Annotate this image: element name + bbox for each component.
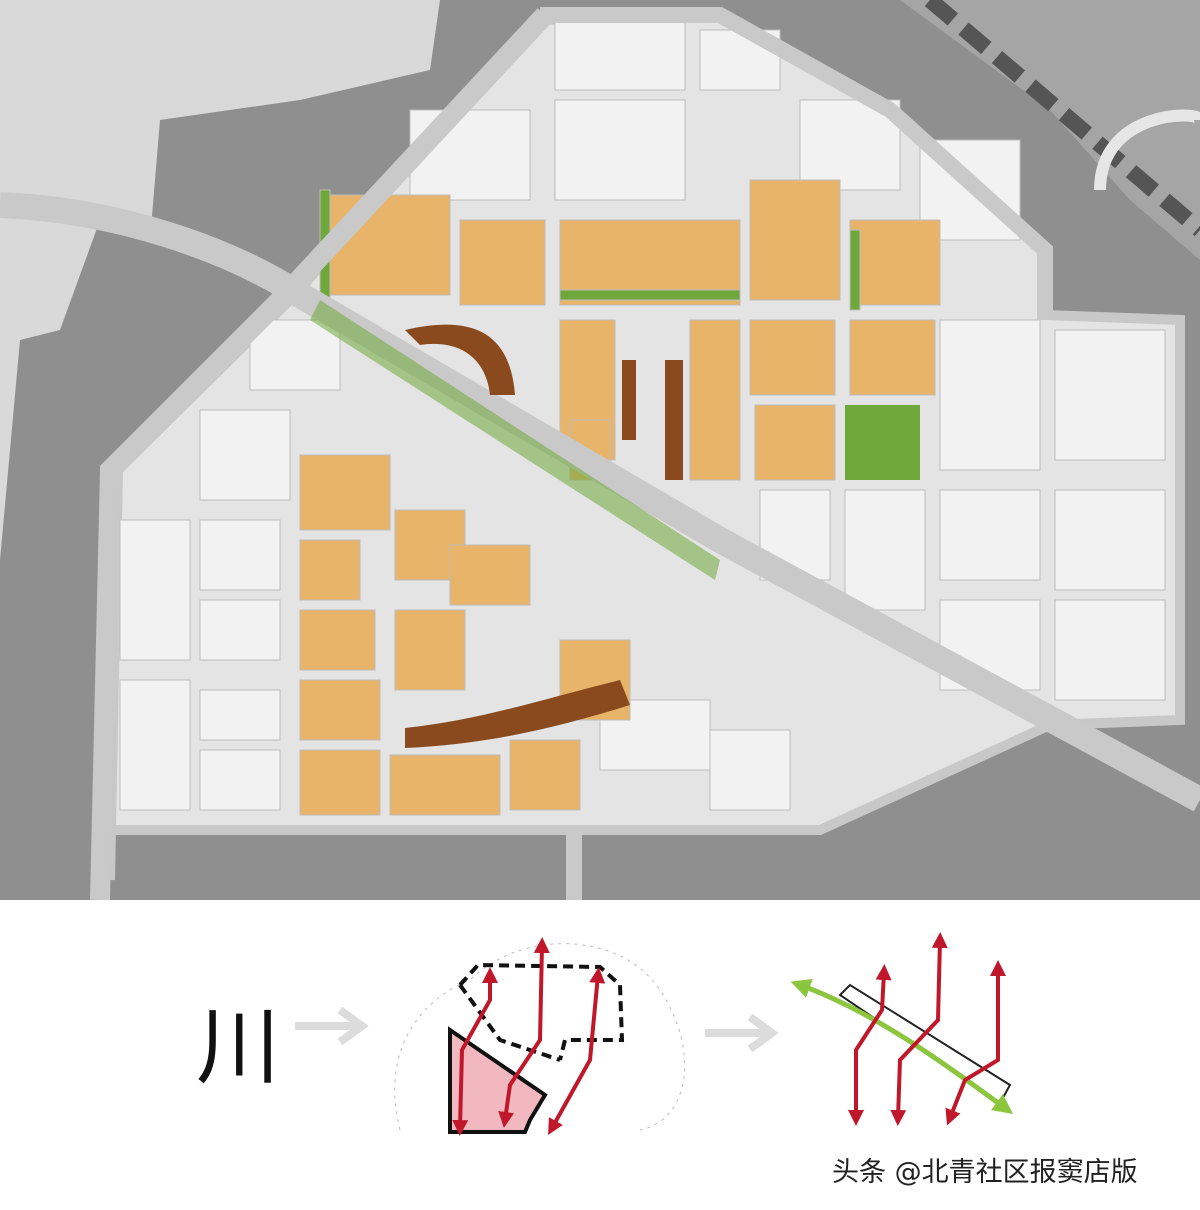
- flow-arrows-middle: [452, 937, 606, 1136]
- flow-arrow: [548, 967, 606, 1135]
- residential-block: [119, 519, 191, 661]
- corridor-outline: [838, 983, 1012, 1105]
- flow-arrow: [945, 960, 1006, 1126]
- development-block: [509, 739, 581, 811]
- development-block: [749, 319, 836, 396]
- residential-block: [554, 19, 686, 91]
- development-block: [299, 679, 381, 741]
- open-land-top-left: [0, 0, 440, 560]
- development-block: [299, 539, 361, 601]
- linear-park-corridor: [310, 300, 720, 580]
- residential-block: [554, 99, 686, 201]
- landmark-strip-1: [622, 360, 636, 440]
- flow-arrow: [848, 964, 892, 1126]
- residential-block: [199, 599, 281, 661]
- development-block: [459, 219, 546, 306]
- master-plan-map: [0, 0, 1200, 900]
- arterial-road-north: [540, 7, 1053, 320]
- development-block: [849, 219, 941, 306]
- open-land-top-right: [900, 0, 1200, 260]
- residential-block: [939, 319, 1041, 471]
- arterial-road-west: [90, 8, 553, 900]
- chuan-character: 川: [196, 998, 281, 1096]
- residential-block: [709, 729, 791, 811]
- residential-block: [1054, 489, 1166, 591]
- building-blocks: [119, 19, 1166, 816]
- residential-block: [939, 489, 1041, 581]
- residential-block: [1054, 329, 1166, 461]
- road-south-stub: [566, 830, 582, 900]
- residential-block: [199, 689, 281, 741]
- landmark-strip-2: [665, 360, 683, 480]
- flow-arrow: [452, 967, 498, 1136]
- flow-arrow: [890, 932, 948, 1126]
- green-strip: [849, 229, 861, 311]
- green-strip: [559, 289, 741, 301]
- residential-block: [844, 489, 926, 611]
- development-block: [749, 179, 841, 301]
- development-block: [299, 454, 391, 531]
- residential-block: [199, 749, 281, 811]
- development-block: [394, 609, 466, 691]
- arrow-right-icon: [295, 1006, 369, 1046]
- residential-block: [249, 319, 341, 391]
- railway: [924, 0, 1200, 237]
- development-block: [299, 749, 381, 816]
- park-green-block: [845, 405, 920, 480]
- residential-block: [1054, 599, 1166, 701]
- residential-block: [199, 409, 291, 501]
- railway-loop: [1094, 109, 1200, 191]
- concept-diagram: [295, 932, 1014, 1136]
- residential-block: [199, 519, 281, 591]
- development-block: [389, 754, 501, 816]
- development-block: [689, 319, 741, 481]
- development-block: [329, 194, 451, 296]
- green-corridor-arrow: [790, 978, 1014, 1114]
- arrow-right-icon-2: [705, 1013, 779, 1053]
- development-block: [754, 404, 836, 481]
- development-block: [849, 319, 936, 396]
- flow-arrows-right: [848, 932, 1006, 1126]
- curved-landmark-building-north: [405, 324, 515, 395]
- development-block: [299, 609, 376, 671]
- curved-landmark-building-south: [405, 680, 630, 748]
- flow-arrow: [498, 937, 550, 1128]
- watermark: 头条 @北青社区报窦店版: [832, 1157, 1138, 1188]
- residential-block: [119, 679, 191, 811]
- development-block: [449, 544, 531, 606]
